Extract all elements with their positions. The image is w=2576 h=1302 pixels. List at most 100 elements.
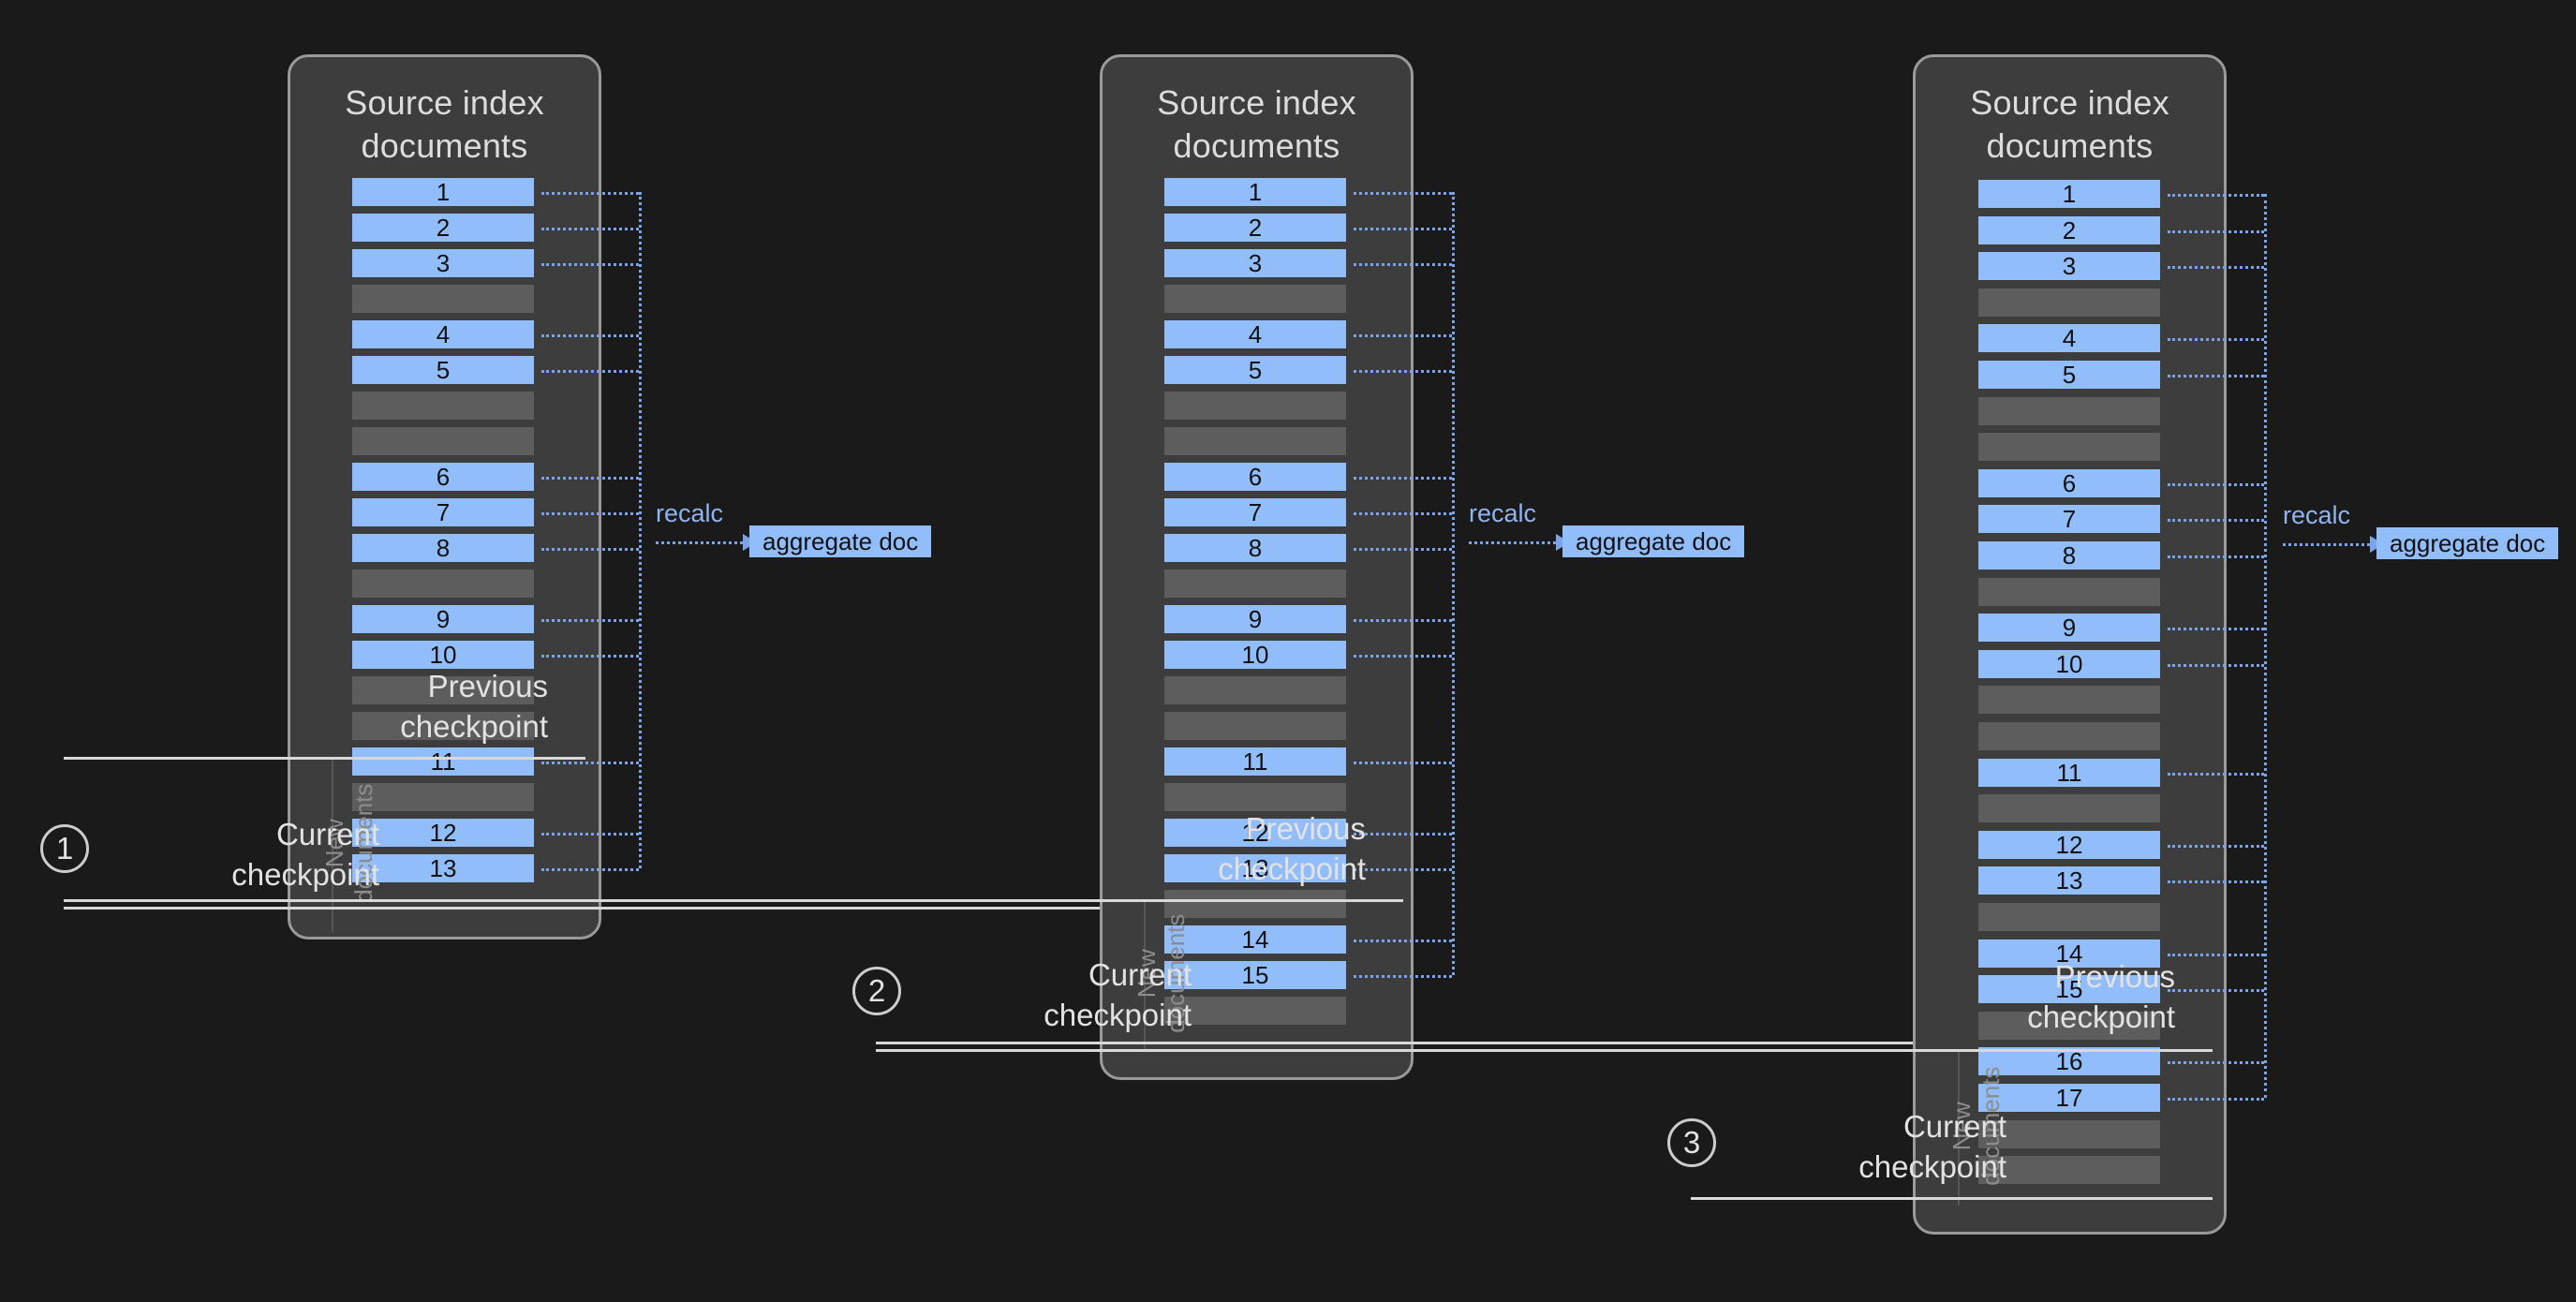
panel-title: Source index documents <box>1157 83 1356 166</box>
step-number-badge: 3 <box>1667 1118 1716 1167</box>
document-row: 13 <box>1164 854 1346 882</box>
current-checkpoint-label: Current checkpoint <box>231 817 379 892</box>
empty-row <box>1978 577 2160 606</box>
document-row: 7 <box>352 498 534 526</box>
aggregate-doc-box[interactable]: aggregate doc <box>1562 525 1745 557</box>
empty-row <box>352 392 534 420</box>
empty-row <box>1164 890 1346 918</box>
document-row: 10 <box>352 641 534 669</box>
document-row: 4 <box>352 320 534 348</box>
aggregate-doc-box[interactable]: aggregate doc <box>749 525 932 557</box>
document-row: 11 <box>1978 758 2160 787</box>
empty-row <box>352 570 534 598</box>
document-row: 8 <box>1164 534 1346 562</box>
empty-row <box>1978 396 2160 425</box>
document-row: 13 <box>1978 866 2160 895</box>
previous-checkpoint-line <box>876 1049 2213 1052</box>
empty-row <box>1164 392 1346 420</box>
empty-row <box>352 285 534 313</box>
empty-row <box>1164 783 1346 811</box>
empty-row <box>1164 997 1346 1025</box>
document-row: 1 <box>352 178 534 206</box>
document-row: 2 <box>352 214 534 242</box>
document-row: 5 <box>1978 361 2160 389</box>
new-document-row: 13 <box>352 854 534 882</box>
empty-row <box>352 676 534 704</box>
new-document-row: 17 <box>1978 1084 2160 1112</box>
step-number-badge: 2 <box>852 967 901 1015</box>
empty-row <box>1164 676 1346 704</box>
previous-checkpoint-label: Previous checkpoint <box>2027 959 2175 1034</box>
document-row: 4 <box>1164 320 1346 348</box>
empty-row <box>1978 288 2160 317</box>
empty-row <box>1978 1011 2160 1040</box>
empty-row <box>1978 794 2160 823</box>
document-row: 14 <box>1978 939 2160 968</box>
document-row: 7 <box>1164 498 1346 526</box>
empty-row <box>1978 1156 2160 1185</box>
empty-row <box>1978 433 2160 462</box>
empty-row <box>1978 1119 2160 1148</box>
empty-row <box>1164 285 1346 313</box>
document-row: 9 <box>1978 614 2160 643</box>
current-checkpoint-label: Current checkpoint <box>1044 957 1192 1032</box>
empty-row <box>352 712 534 740</box>
panel-title: Source index documents <box>345 83 544 166</box>
empty-row <box>1978 686 2160 715</box>
recalc-label: recalc <box>1469 499 1537 527</box>
recalc-bus-line <box>639 192 642 868</box>
step-number-badge: 1 <box>40 824 89 873</box>
previous-checkpoint-label: Previous checkpoint <box>1218 811 1366 886</box>
document-row: 2 <box>1978 215 2160 244</box>
panel-title: Source index documents <box>1970 83 2169 166</box>
recalc-bus-line <box>1452 192 1455 975</box>
empty-row <box>352 427 534 455</box>
recalc-label: recalc <box>656 499 724 527</box>
document-row: 3 <box>1978 252 2160 281</box>
document-row: 11 <box>1164 747 1346 776</box>
document-row: 9 <box>1164 605 1346 633</box>
previous-checkpoint-line <box>64 899 1403 902</box>
current-checkpoint-line <box>876 1042 2213 1044</box>
new-documents-divider <box>332 759 333 932</box>
new-document-row: 12 <box>352 819 534 847</box>
document-row: 8 <box>1978 541 2160 570</box>
aggregate-doc-box[interactable]: aggregate doc <box>2376 527 2559 559</box>
document-row: 12 <box>1978 830 2160 859</box>
new-documents-divider <box>1958 1051 1960 1206</box>
empty-row <box>1978 722 2160 750</box>
recalc-label: recalc <box>2283 501 2351 529</box>
current-checkpoint-label: Current checkpoint <box>1858 1109 2006 1184</box>
document-row: 3 <box>352 249 534 277</box>
document-row: 6 <box>1164 463 1346 491</box>
document-row: 2 <box>1164 214 1346 242</box>
previous-checkpoint-label: Previous checkpoint <box>400 669 548 744</box>
document-row: 15 <box>1978 975 2160 1004</box>
previous-checkpoint-line <box>64 757 585 760</box>
new-document-row: 16 <box>1978 1047 2160 1076</box>
document-row: 12 <box>1164 819 1346 847</box>
document-row: 6 <box>352 463 534 491</box>
empty-row <box>1978 903 2160 931</box>
new-document-row: 11 <box>352 747 534 776</box>
document-row: 5 <box>1164 356 1346 384</box>
document-row: 3 <box>1164 249 1346 277</box>
recalc-arrow <box>656 541 743 544</box>
document-row: 1 <box>1978 180 2160 208</box>
current-checkpoint-line <box>1691 1197 2213 1200</box>
current-checkpoint-line <box>64 907 1403 910</box>
document-row: 1 <box>1164 178 1346 206</box>
new-documents-divider <box>1144 901 1146 1051</box>
document-row: 8 <box>352 534 534 562</box>
document-row: 10 <box>1164 641 1346 669</box>
recalc-arrow <box>1469 541 1556 544</box>
document-row: 9 <box>352 605 534 633</box>
recalc-bus-line <box>2264 194 2267 1098</box>
empty-row <box>1164 712 1346 740</box>
document-row: 7 <box>1978 505 2160 534</box>
recalc-arrow <box>2283 543 2370 546</box>
empty-row <box>1164 570 1346 598</box>
empty-row <box>352 783 534 811</box>
empty-row <box>1164 427 1346 455</box>
